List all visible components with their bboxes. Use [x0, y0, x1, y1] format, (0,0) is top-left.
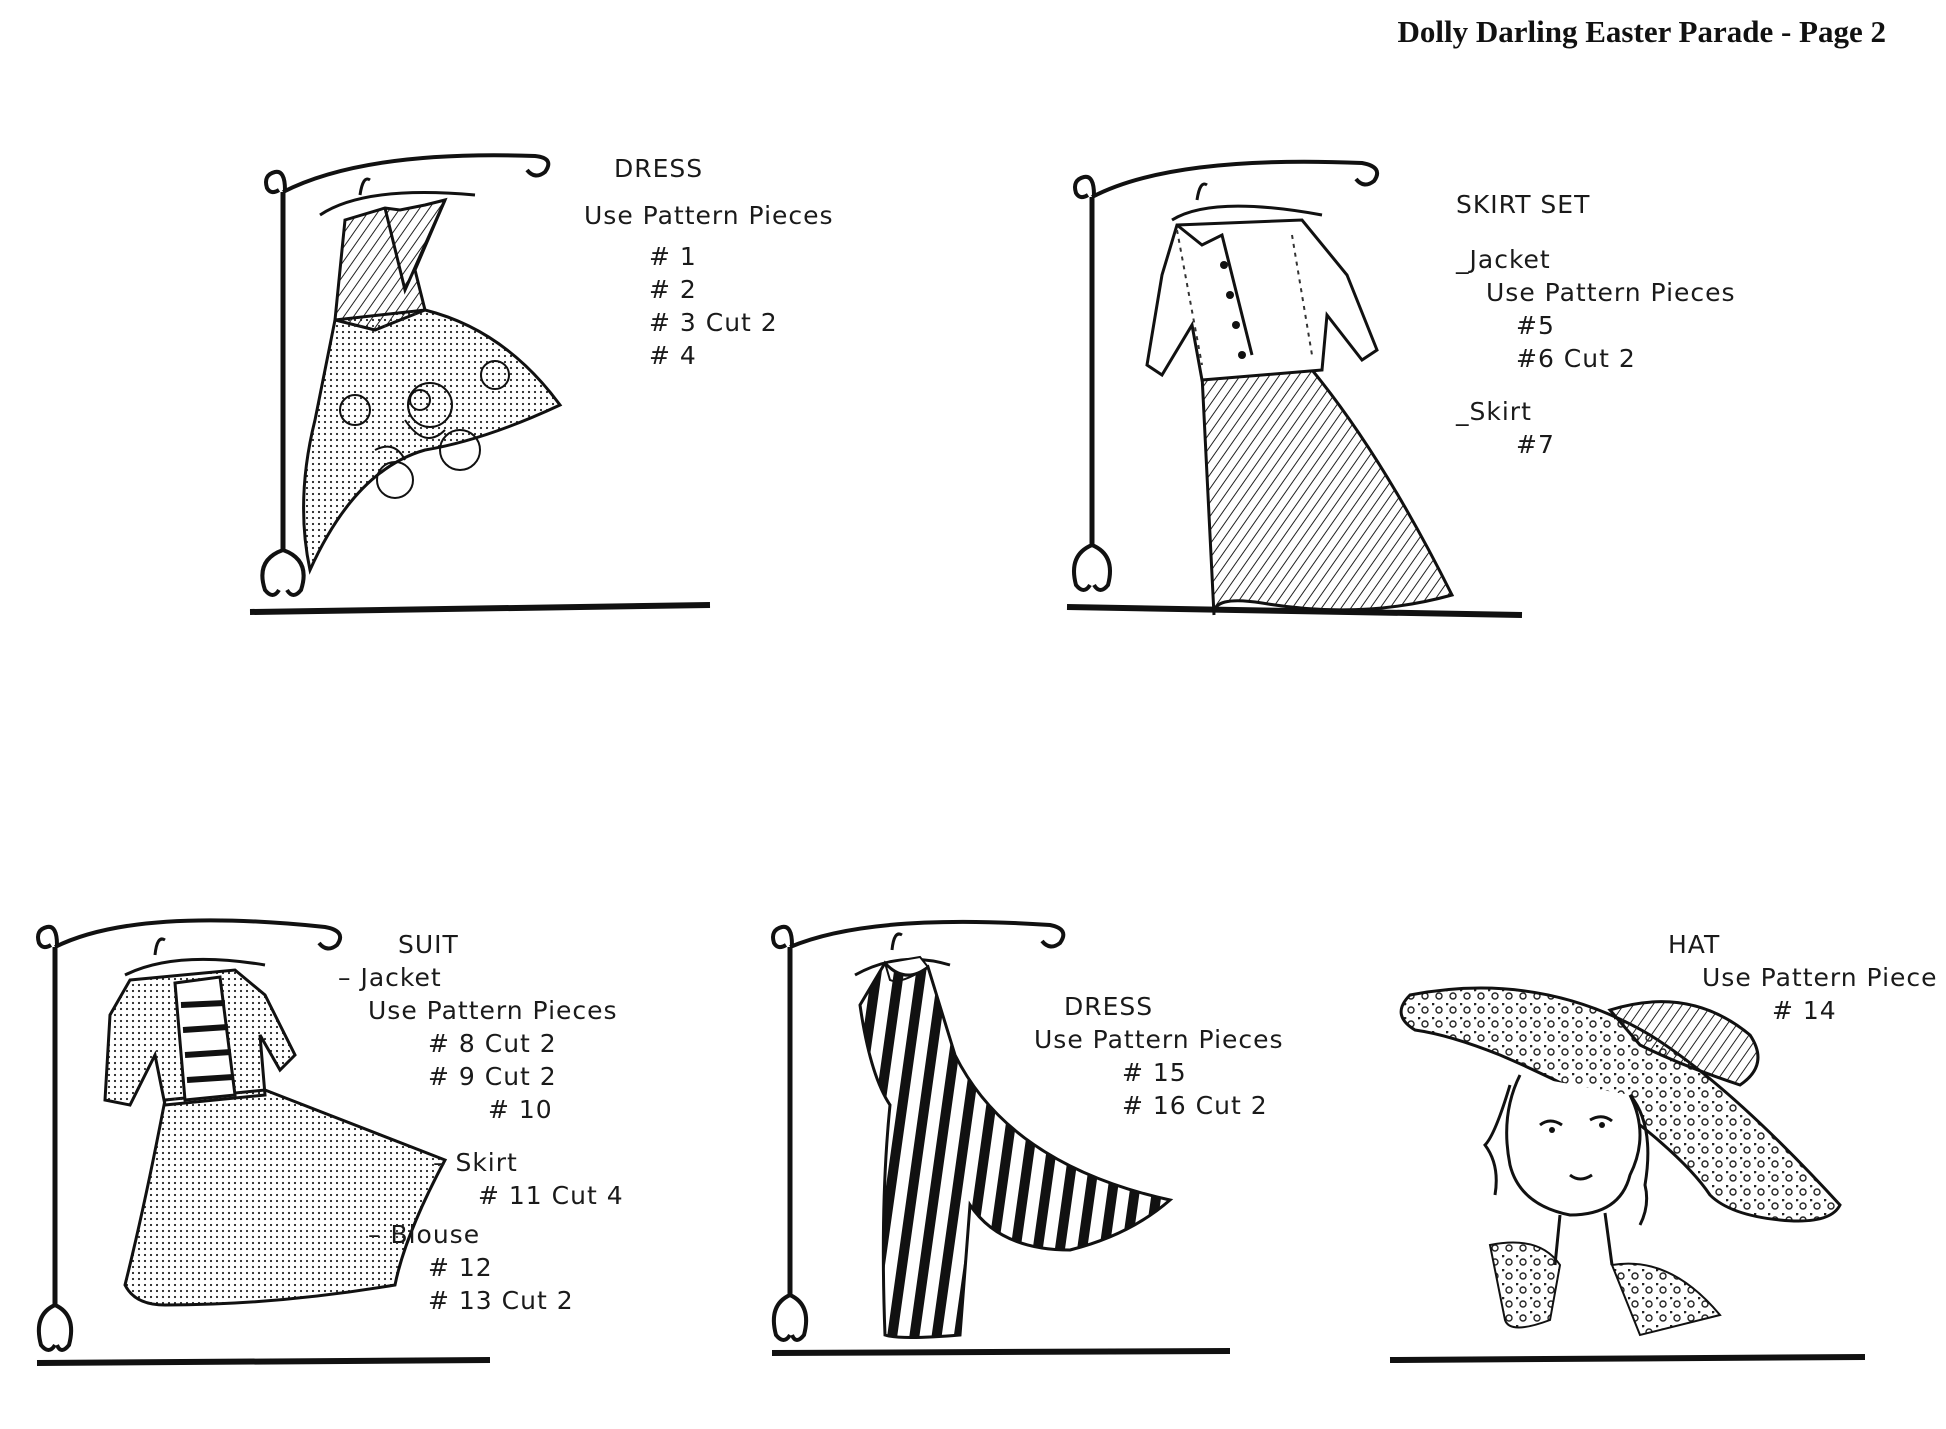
dress1-instruction: Use Pattern Pieces: [584, 201, 834, 230]
skirt-set-label-block: SKIRT SET _Jacket Use Pattern Pieces #5 …: [1456, 188, 1736, 461]
dress-floral-illustration: [245, 150, 725, 630]
hat-instruction: Use Pattern Piece: [1702, 963, 1938, 992]
dress1-piece: # 3 Cut 2: [649, 308, 778, 337]
hat-illustration: [1389, 975, 1870, 1375]
suit-skirt-label: – Skirt: [433, 1148, 518, 1177]
suit-label-block: SUIT – Jacket Use Pattern Pieces # 8 Cut…: [338, 928, 624, 1317]
dress1-piece: # 2: [649, 275, 697, 304]
suit-piece: # 11 Cut 4: [478, 1181, 624, 1210]
dress2-piece: # 16 Cut 2: [1122, 1091, 1268, 1120]
skirt-set-piece: #5: [1516, 311, 1555, 340]
suit-jacket-label: – Jacket: [338, 963, 442, 992]
skirt-set-piece: #6 Cut 2: [1516, 344, 1636, 373]
suit-piece: # 13 Cut 2: [428, 1286, 574, 1315]
suit-heading: SUIT: [398, 930, 459, 959]
skirt-set-instruction: Use Pattern Pieces: [1486, 278, 1736, 307]
suit-instruction: Use Pattern Pieces: [368, 996, 618, 1025]
dress2-instruction: Use Pattern Pieces: [1034, 1025, 1284, 1054]
dress2-piece: # 15: [1122, 1058, 1187, 1087]
dress1-heading: DRESS: [614, 154, 704, 183]
dress1-piece: # 4: [649, 341, 697, 370]
skirt-set-jacket-label: _Jacket: [1456, 245, 1551, 274]
suit-illustration: [35, 905, 495, 1375]
skirt-set-heading: SKIRT SET: [1456, 190, 1591, 219]
hat-label-block: HAT Use Pattern Piece # 14: [1668, 928, 1938, 1027]
dress1-label-block: DRESS Use Pattern Pieces # 1 # 2 # 3 Cut…: [584, 152, 834, 372]
suit-piece: # 10: [488, 1095, 553, 1124]
suit-blouse-label: – Blouse: [368, 1220, 481, 1249]
page-title: Dolly Darling Easter Parade - Page 2: [1397, 14, 1886, 49]
dress2-heading: DRESS: [1064, 992, 1154, 1021]
dress2-label-block: DRESS Use Pattern Pieces # 15 # 16 Cut 2: [1034, 990, 1284, 1122]
hat-heading: HAT: [1668, 930, 1721, 959]
skirt-set-piece: #7: [1516, 430, 1555, 459]
dress1-piece: # 1: [649, 242, 697, 271]
skirt-set-skirt-label: _Skirt: [1456, 397, 1532, 426]
suit-piece: # 9 Cut 2: [428, 1062, 557, 1091]
dress-striped-illustration: [770, 905, 1240, 1375]
suit-piece: # 12: [428, 1253, 493, 1282]
suit-piece: # 8 Cut 2: [428, 1029, 557, 1058]
skirt-set-illustration: [1062, 155, 1532, 625]
hat-piece: # 14: [1772, 996, 1837, 1025]
